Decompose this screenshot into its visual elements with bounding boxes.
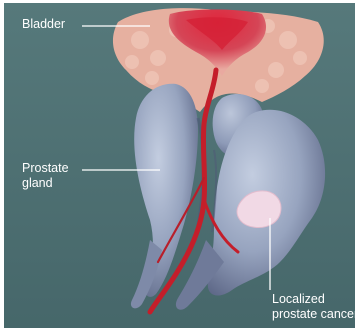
prostate-label-line2: gland [22,176,69,191]
prostate-gland-label: Prostate gland [22,161,69,191]
bladder-label-text: Bladder [22,17,65,32]
localized-cancer-label: Localized prostate cancer [272,292,358,322]
cancer-label-line2: prostate cancer [272,307,358,322]
prostate-label-line1: Prostate [22,161,69,176]
bladder-label: Bladder [22,17,65,32]
cancer-label-line1: Localized [272,292,358,307]
